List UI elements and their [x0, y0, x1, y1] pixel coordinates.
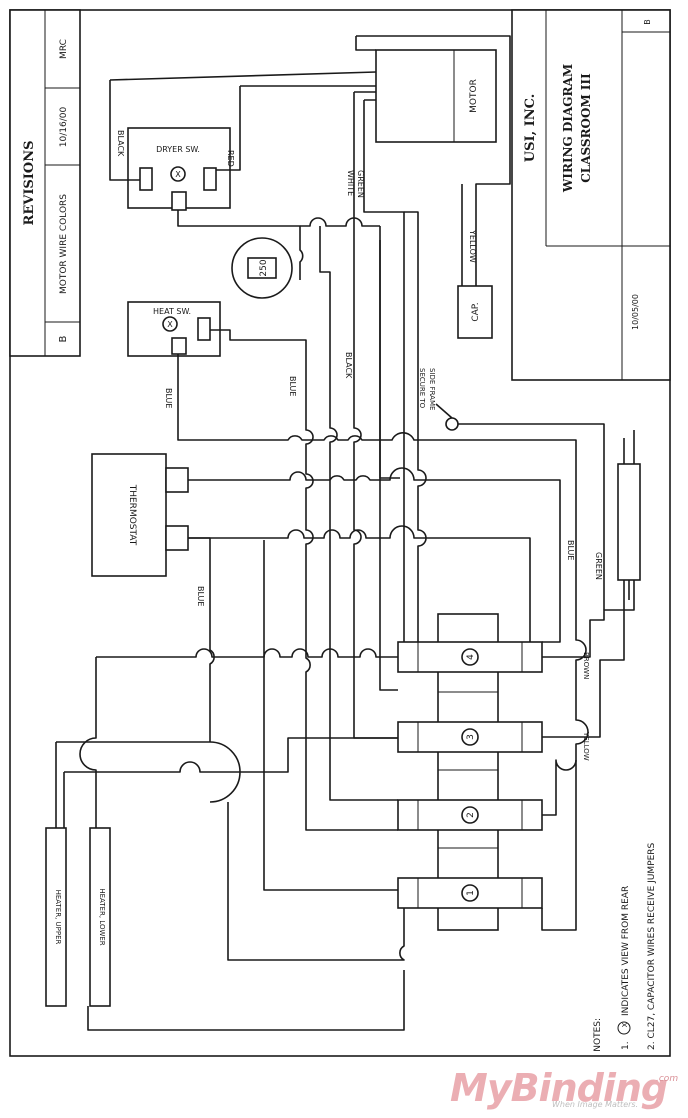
heater-upper: HEATER, UPPER [45, 827, 67, 1007]
revision-by: MRC [59, 39, 69, 59]
notes: NOTES: 1. X INDICATES VIEW FROM REAR 2. … [593, 842, 657, 1051]
wire-label-yellow: YELLOW [468, 229, 477, 263]
wire-label-brown: BROWN [582, 652, 590, 679]
power-cord [617, 430, 641, 600]
title-rev: B [643, 19, 652, 25]
watermark-suffix: .com [656, 1074, 679, 1084]
motor-label: MOTOR [469, 79, 479, 113]
wire-label-black-mid: BLACK [344, 352, 353, 379]
terminal-3: 3 [466, 734, 476, 740]
title-block: USI, INC. WIRING DIAGRAM CLASSROOM III 1… [511, 9, 671, 381]
terminal-block: 4 3 2 1 [397, 613, 543, 931]
secure-note-line2: SIDE FRAME [428, 368, 436, 410]
terminal-2: 2 [466, 812, 476, 818]
wiring [55, 35, 635, 1031]
note-2-text: 2. CL27, CAPACITOR WIRES RECEIVE JUMPERS [647, 842, 657, 1050]
capacitor: CAP. [457, 285, 493, 339]
thermostat: THERMOSTAT [91, 453, 189, 577]
wire-label-yellow-bottom: YELLOW [582, 731, 590, 761]
diagram-title-line1: WIRING DIAGRAM [561, 64, 575, 193]
thermal-disc-label: 250 [259, 259, 269, 276]
wire-label-blue-mid: BLUE [288, 376, 297, 396]
heater-lower-label: HEATER, LOWER [98, 888, 106, 945]
wire-labels: BLACK RED WHITE GREEN YELLOW BLUE BLUE B… [116, 130, 603, 761]
revisions-block: REVISIONS B MOTOR WIRE COLORS 10/16/00 M… [9, 9, 81, 357]
wire-label-red: RED [226, 150, 235, 167]
note-1-number: 1. [621, 1041, 631, 1050]
heat-switch-label: HEAT SW. [153, 307, 191, 316]
heat-switch-x: X [167, 320, 173, 329]
revisions-heading: REVISIONS [22, 141, 37, 226]
wire-label-black-top: BLACK [116, 130, 125, 157]
dryer-switch-x: X [175, 170, 181, 179]
diagram-title-line2: CLASSROOM III [579, 73, 593, 183]
company-name: USI, INC. [523, 94, 538, 162]
wire-label-green-motor: GREEN [356, 170, 365, 198]
capacitor-label: CAP. [471, 302, 481, 321]
title-date: 10/05/00 [631, 294, 640, 330]
heater-lower: HEATER, LOWER [89, 827, 111, 1007]
wire-label-blue-thermo: BLUE [196, 586, 205, 606]
revision-date: 10/16/00 [59, 107, 69, 148]
wire-label-blue-right: BLUE [566, 540, 575, 560]
revision-description: MOTOR WIRE COLORS [59, 194, 69, 294]
watermark-brand: MyBinding [450, 1066, 668, 1110]
thermostat-label: THERMOSTAT [127, 484, 137, 546]
revision-letter: B [58, 335, 69, 342]
heat-switch: X HEAT SW. [127, 301, 221, 357]
terminal-1: 1 [466, 890, 476, 896]
motor: MOTOR [375, 49, 497, 143]
wire-label-white: WHITE [346, 170, 355, 196]
note-1-text: INDICATES VIEW FROM REAR [621, 886, 631, 1016]
dryer-switch: X DRYER SW. [127, 127, 231, 211]
secure-note-line1: SECURE TO [418, 368, 426, 409]
wire-label-green-cord: GREEN [594, 552, 603, 580]
notes-heading: NOTES: [593, 1018, 603, 1052]
note-1-symbol: X [621, 1022, 629, 1027]
thermal-disc: 250 [231, 237, 293, 299]
terminal-4: 4 [466, 654, 476, 660]
dryer-switch-label: DRYER SW. [156, 145, 200, 154]
heater-upper-label: HEATER, UPPER [54, 890, 62, 945]
watermark-tagline: When Image Matters. [552, 1100, 639, 1109]
wire-label-blue-heat: BLUE [164, 388, 173, 408]
